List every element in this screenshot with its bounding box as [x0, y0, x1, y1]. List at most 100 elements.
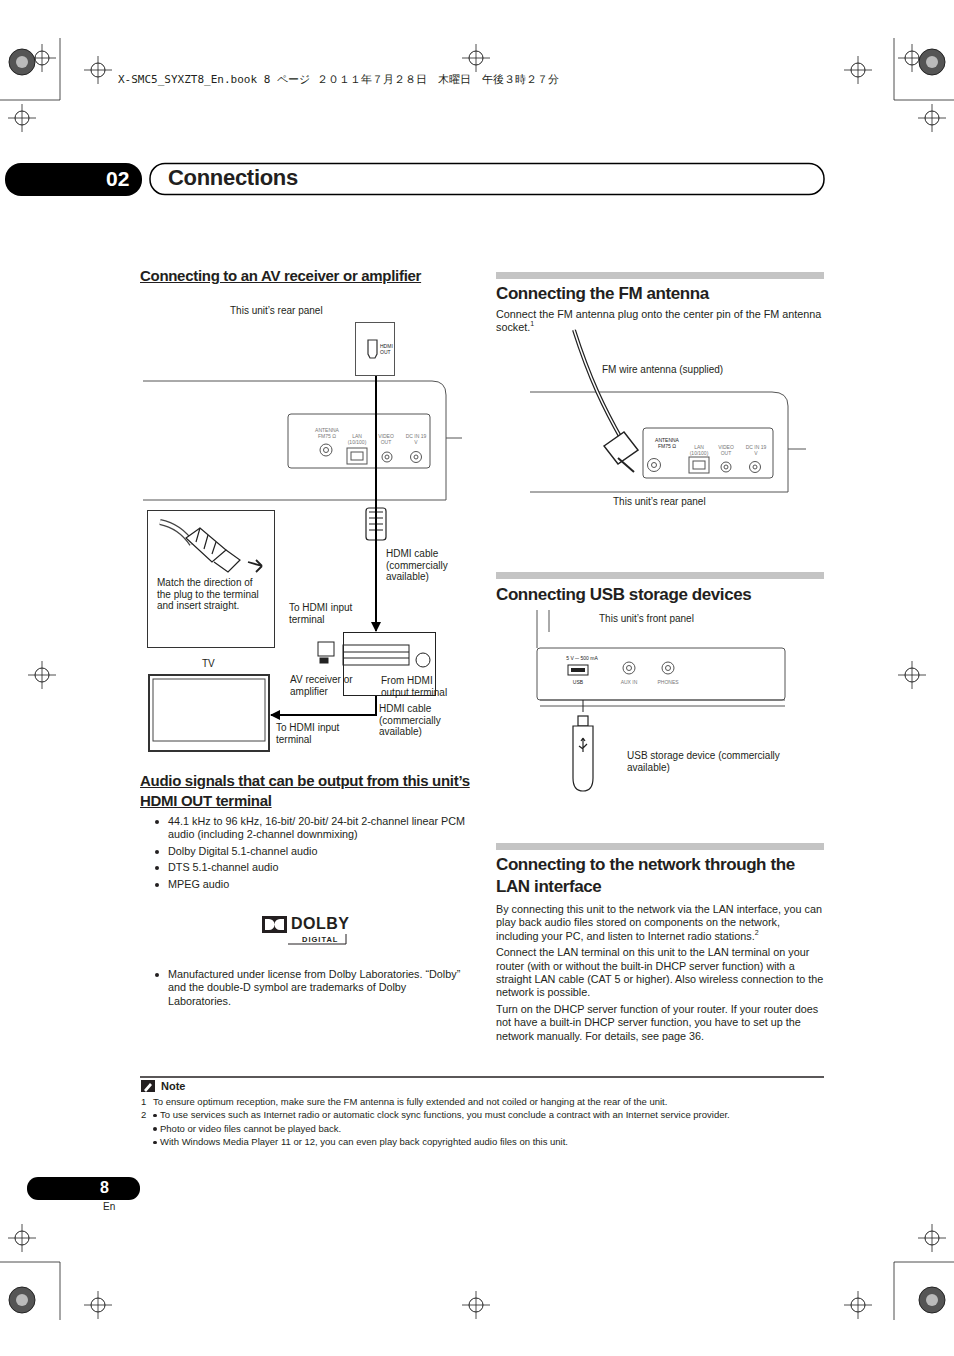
logo-text: DOLBY — [291, 915, 361, 933]
chapter-number: 02 — [106, 167, 140, 191]
text: This unit’s rear panel — [613, 496, 706, 507]
crop-mark — [844, 1291, 872, 1319]
figure-caption: This unit’s rear panel — [230, 305, 360, 317]
text: DC IN 19 V — [746, 444, 767, 456]
text: With Windows Media Player 11 or 12, you … — [160, 1136, 568, 1147]
footnote-text: With Windows Media Player 11 or 12, you … — [160, 1136, 824, 1149]
text: USB storage device (commercially availab… — [627, 750, 780, 773]
plug-detail — [160, 522, 262, 572]
text: Audio signals that can be output from th… — [140, 772, 470, 809]
crop-mark — [918, 104, 946, 132]
text: VIDEO OUT — [718, 444, 734, 456]
crop-mark — [898, 661, 926, 689]
terminal-label: LAN (10/100) — [686, 444, 712, 456]
corner-target — [16, 56, 28, 68]
corner-target — [919, 1287, 945, 1313]
node-box: AV receiver or amplifier — [343, 632, 436, 696]
text: 8 — [100, 1179, 109, 1196]
terminal-label: DC IN 19 V — [744, 444, 768, 456]
terminal-label: ANTENNA FM75 Ω — [650, 437, 684, 449]
bullet-dot — [155, 973, 159, 977]
bullet-item: Manufactured under license from Dolby La… — [168, 968, 468, 1008]
text: Connecting to the network through the LA… — [496, 855, 795, 896]
text: 2 — [141, 1109, 146, 1120]
usb-storage-device — [573, 700, 593, 791]
print-slug: X-SMC5_SYXZT8_En.book 8 ページ ２０１１年７月２８日 木… — [118, 73, 718, 87]
hdmi-cable — [271, 696, 376, 715]
section-heading: Connecting to the network through the LA… — [496, 854, 824, 898]
bullet-dot — [153, 1141, 157, 1145]
port-label: PHONES — [652, 679, 684, 685]
footnote-number: 2 — [141, 1109, 151, 1122]
text: Manufactured under license from Dolby La… — [168, 968, 460, 1007]
receiver-drawing — [318, 642, 430, 667]
corner-target — [9, 1287, 35, 1313]
text: USB — [573, 679, 583, 685]
text: En — [103, 1201, 115, 1212]
node-text: Match the direction of the plug to the t… — [157, 577, 266, 612]
terminal-label: VIDEO OUT — [375, 433, 397, 445]
corner-target — [919, 49, 945, 75]
text: X-SMC5_SYXZT8_En.book 8 ページ ２０１１年７月２８日 木… — [118, 73, 559, 86]
crop-mark — [844, 56, 872, 84]
hdmi-port — [368, 340, 377, 358]
corner-target — [926, 1294, 938, 1306]
callout-text: To HDMI input terminal — [289, 602, 369, 625]
fm-rear-panel — [530, 392, 806, 492]
bullet-item: Dolby Digital 5.1-channel audio — [168, 845, 468, 858]
text: LAN (10/100) — [690, 444, 709, 456]
section-bar — [496, 272, 824, 279]
registration-marks — [0, 38, 954, 1320]
text: To HDMI input terminal — [276, 722, 339, 745]
text: Note — [161, 1080, 185, 1092]
footnote-number: 1 — [141, 1096, 151, 1109]
text: This unit’s front panel — [599, 613, 694, 624]
bullet-dot — [153, 1114, 157, 1118]
text: Connecting to an AV receiver or amplifie… — [140, 267, 421, 284]
bullet-item: MPEG audio — [168, 878, 468, 891]
node-text: TV — [202, 658, 232, 670]
terminal-label: LAN (10/100) — [343, 433, 371, 445]
text: Dolby Digital 5.1-channel audio — [168, 845, 317, 857]
terminal-label: DC IN 19 V — [404, 433, 428, 445]
section-bar — [496, 843, 824, 850]
text: PHONES — [657, 679, 678, 685]
node-text: HDMI OUT — [380, 343, 394, 355]
text: To use services such as Internet radio o… — [160, 1109, 730, 1120]
text: 02 — [106, 167, 129, 190]
figure-caption: This unit’s rear panel — [613, 496, 743, 508]
node-box: Match the direction of the plug to the t… — [147, 510, 275, 648]
fm-antenna-wire — [574, 330, 638, 472]
text: DC IN 19 V — [406, 433, 427, 445]
text: VIDEO OUT — [378, 433, 394, 445]
figure-caption: This unit’s front panel — [599, 613, 729, 625]
edge-label: HDMI cable (commercially available) — [379, 703, 469, 738]
hdmi-cable — [375, 376, 377, 631]
text: ANTENNA FM75 Ω — [655, 437, 679, 449]
text: Connect the FM antenna plug onto the cen… — [496, 308, 821, 333]
text: Photo or video files cannot be played ba… — [160, 1123, 341, 1134]
text: To HDMI input terminal — [289, 602, 352, 625]
section-bar — [496, 572, 824, 579]
text: ANTENNA FM75 Ω — [315, 427, 339, 439]
body-text: Connect the LAN terminal on this unit to… — [496, 946, 824, 1000]
callout-text: From HDMI output terminal — [381, 675, 463, 698]
bullet-dot — [153, 1127, 157, 1131]
terminal-label: ANTENNA FM75 Ω — [312, 427, 342, 439]
terminal-label: VIDEO OUT — [715, 444, 737, 456]
chapter-tab — [5, 163, 142, 196]
text: DOLBY — [291, 915, 350, 932]
text: DTS 5.1-channel audio — [168, 861, 278, 873]
node-text: AV receiver or amplifier — [290, 674, 372, 697]
bullet-dot — [155, 850, 159, 854]
text: To ensure optimum reception, make sure t… — [153, 1096, 667, 1107]
body-text: Connect the FM antenna plug onto the cen… — [496, 308, 824, 335]
port-label: USB — [568, 679, 588, 685]
bullet-dot — [155, 820, 159, 824]
rear-panel — [143, 381, 462, 500]
section-heading: Audio signals that can be output from th… — [140, 771, 475, 811]
page-title: Connections — [168, 165, 298, 191]
text: Connecting USB storage devices — [496, 585, 751, 604]
text: 1 — [141, 1096, 146, 1107]
rule — [140, 1076, 824, 1078]
